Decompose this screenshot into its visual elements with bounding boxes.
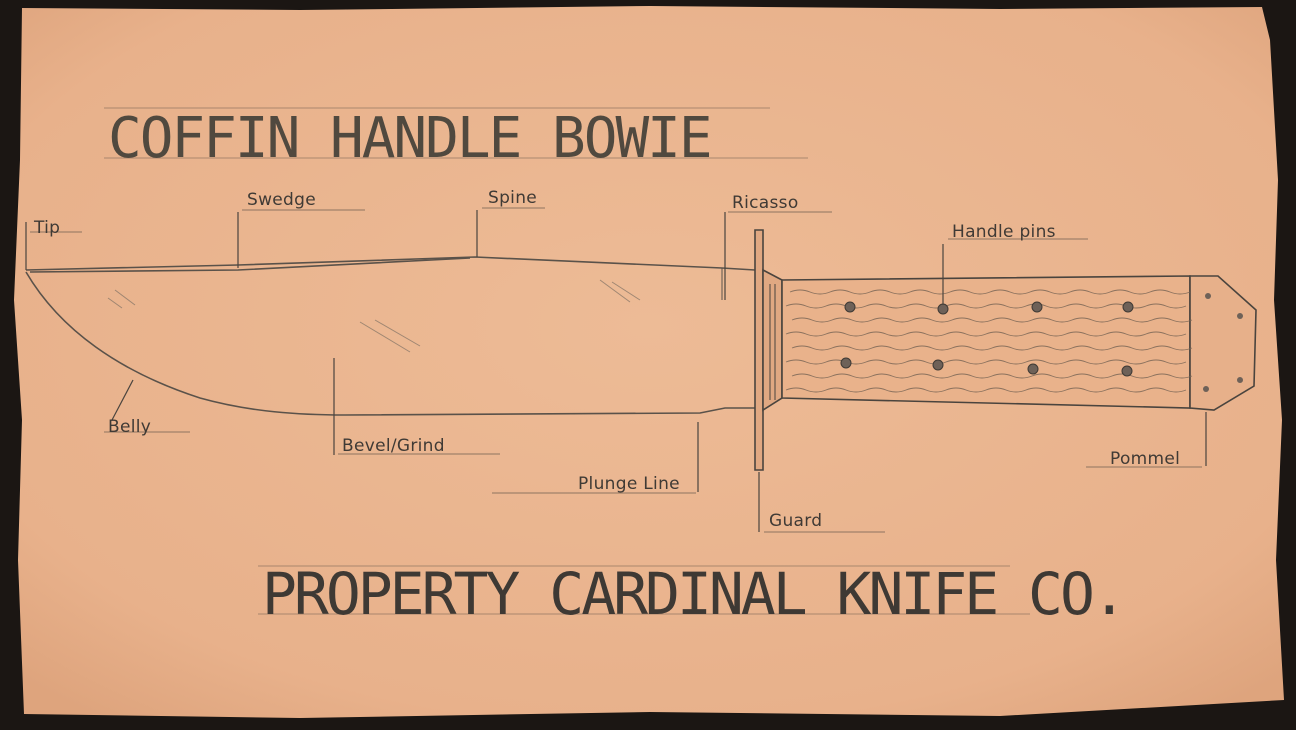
pommel-pins xyxy=(1203,293,1243,392)
label-plunge-line: Plunge Line xyxy=(578,474,680,494)
label-tip: Tip xyxy=(34,218,61,238)
handle-pins xyxy=(840,301,1134,377)
blade xyxy=(25,256,756,416)
title-guidelines xyxy=(104,107,1030,615)
diagram-title: COFFIN HANDLE BOWIE xyxy=(108,106,713,171)
diagram-footer: PROPERTY CARDINAL KNIFE CO. xyxy=(262,560,1127,628)
label-spine: Spine xyxy=(488,188,538,208)
paper-sheet xyxy=(14,6,1284,718)
handle xyxy=(781,275,1257,411)
label-swedge: Swedge xyxy=(247,190,316,210)
blade-reflections xyxy=(107,279,641,353)
label-pommel: Pommel xyxy=(1110,449,1181,469)
label-guard: Guard xyxy=(769,511,823,531)
guard xyxy=(754,229,783,471)
label-handle-pins: Handle pins xyxy=(952,222,1056,242)
leader-lines xyxy=(25,207,1207,533)
label-bevel-grind: Bevel/Grind xyxy=(342,436,445,456)
belly-leader xyxy=(111,379,134,421)
label-ricasso: Ricasso xyxy=(732,193,799,213)
label-belly: Belly xyxy=(108,417,152,437)
